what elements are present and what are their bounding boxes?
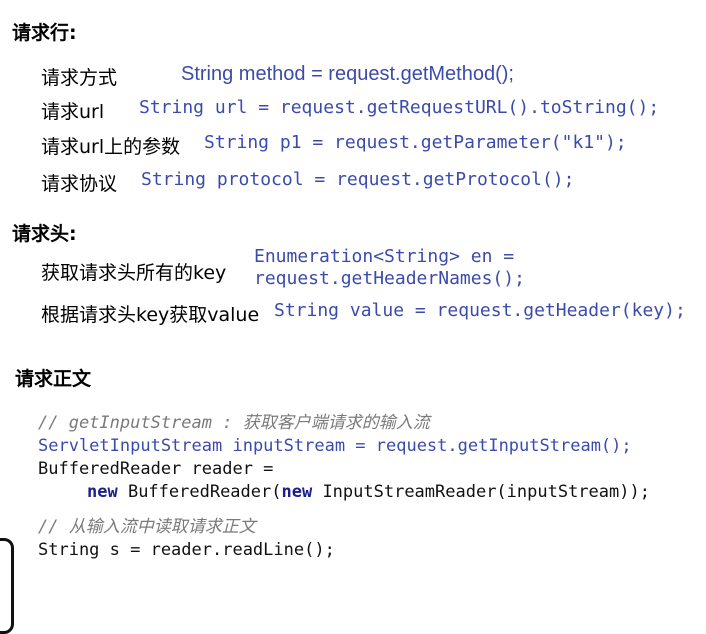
code-keyword-new-2: new xyxy=(281,482,313,502)
row-code-header-names-line2: request.getHeaderNames(); xyxy=(254,268,525,289)
left-bracket-decoration xyxy=(0,538,14,634)
row-code-request-param: String p1 = request.getParameter("k1"); xyxy=(204,132,627,153)
code-comment-getinputstream: // getInputStream : 获取客户端请求的输入流 xyxy=(38,413,430,433)
section-heading-request-body: 请求正文 xyxy=(15,368,92,390)
row-code-request-protocol: String protocol = request.getProtocol(); xyxy=(141,169,575,190)
section-heading-request-header: 请求头: xyxy=(12,223,77,245)
row-label-request-protocol: 请求协议 xyxy=(41,173,118,195)
row-label-header-names: 获取请求头所有的key xyxy=(41,262,227,284)
code-line-bufferedreader-decl: BufferedReader reader = xyxy=(38,459,274,479)
code-line-readline: String s = reader.readLine(); xyxy=(38,540,335,560)
row-label-request-param: 请求url上的参数 xyxy=(41,136,181,158)
code-keyword-new-1: new xyxy=(87,482,118,502)
code-line-servlet-inputstream-rest: inputStream = request.getInputStream(); xyxy=(222,436,632,456)
row-code-header-value: String value = request.getHeader(key); xyxy=(274,300,686,321)
row-code-request-url: String url = request.getRequestURL().toS… xyxy=(139,97,660,118)
code-type-servletinputstream: ServletInputStream xyxy=(38,436,223,456)
code-line-new-bufferedreader: new BufferedReader(new InputStreamReader… xyxy=(87,482,650,502)
section-heading-request-line: 请求行: xyxy=(12,22,77,44)
code-line-servlet-inputstream: ServletInputStream inputStream = request… xyxy=(38,436,632,456)
code-line4-rest: InputStreamReader(inputStream)); xyxy=(312,482,650,502)
row-label-request-url: 请求url xyxy=(41,101,105,123)
row-label-header-value: 根据请求头key获取value xyxy=(41,304,260,326)
row-code-request-method: String method = request.getMethod(); xyxy=(181,63,514,85)
row-code-header-names-line1: Enumeration<String> en = xyxy=(254,246,515,267)
row-label-request-method: 请求方式 xyxy=(41,67,118,89)
code-comment-read-body: // 从输入流中读取请求正文 xyxy=(38,517,256,537)
code-line4-mid: BufferedReader( xyxy=(117,482,282,502)
